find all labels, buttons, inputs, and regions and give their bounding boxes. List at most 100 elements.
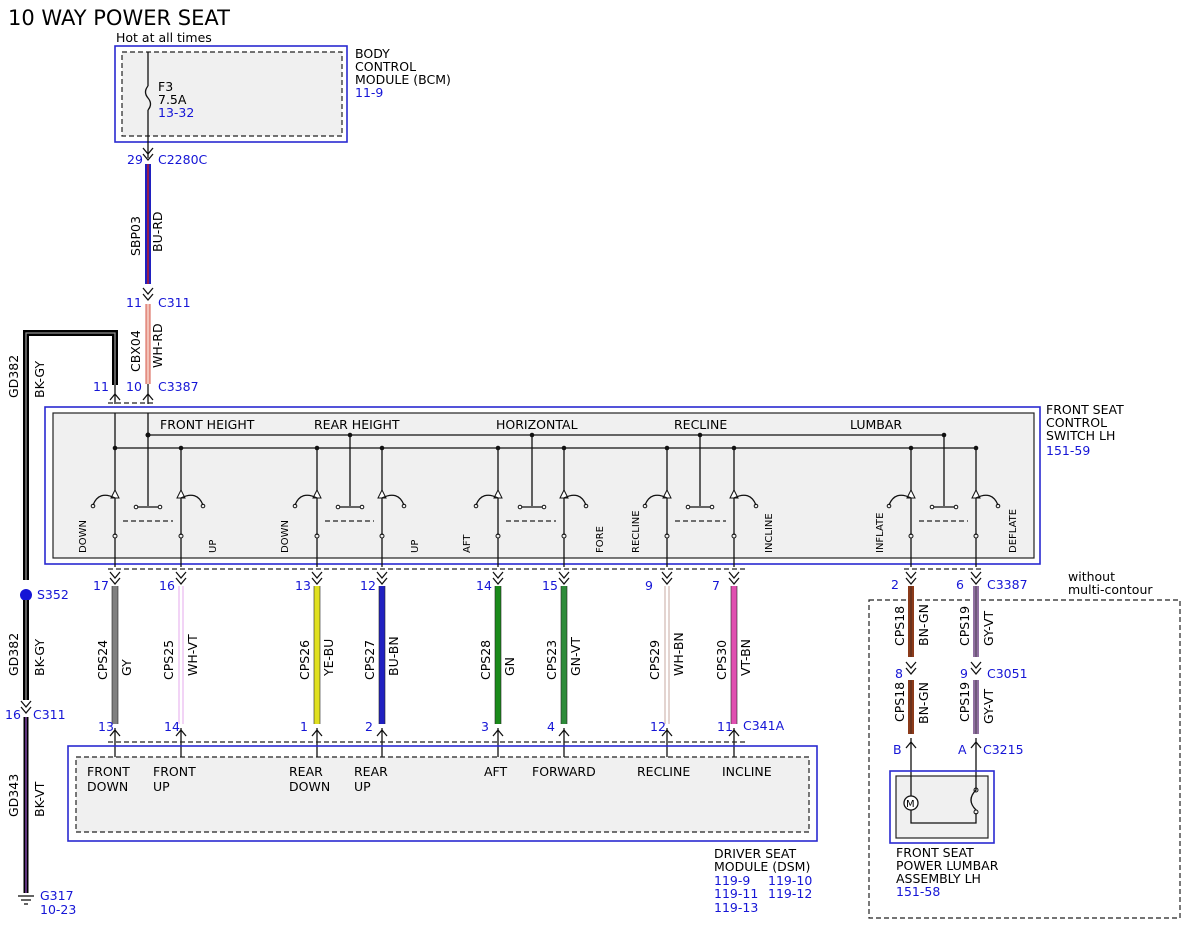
- svg-text:ASSEMBLY LH: ASSEMBLY LH: [896, 871, 981, 886]
- svg-text:BK-VT: BK-VT: [32, 781, 47, 817]
- svg-text:16: 16: [5, 707, 21, 722]
- svg-text:FRONT HEIGHT: FRONT HEIGHT: [160, 417, 255, 432]
- pin-bottom: 11: [717, 719, 733, 734]
- wire-color: VT-BN: [738, 639, 753, 676]
- svg-text:FORE: FORE: [595, 526, 606, 553]
- svg-text:MODULE (DSM): MODULE (DSM): [714, 859, 810, 874]
- wire-circuit: CPS23: [544, 640, 559, 680]
- wire-circuit: CPS29: [647, 640, 662, 680]
- svg-text:BK-GY: BK-GY: [32, 639, 47, 676]
- svg-text:119-11: 119-11: [714, 886, 758, 901]
- svg-text:C311: C311: [33, 707, 66, 722]
- diagram-title: 10 WAY POWER SEAT: [8, 6, 230, 30]
- dsm-input-label: INCLINE: [722, 764, 772, 779]
- power-lumbar-assembly: M FRONT SEAT POWER LUMBAR ASSEMBLY LH 15…: [889, 770, 999, 899]
- pin-top: 15: [542, 578, 558, 593]
- svg-text:BU-RD: BU-RD: [150, 211, 165, 252]
- dsm-input-label: DOWN: [289, 779, 330, 794]
- dsm-input-label: AFT: [484, 764, 508, 779]
- svg-text:WH-RD: WH-RD: [150, 323, 165, 368]
- fuse-ref: 13-32: [158, 105, 194, 120]
- wire-circuit: CPS19: [957, 682, 972, 722]
- svg-text:LUMBAR: LUMBAR: [850, 417, 902, 432]
- svg-text:M: M: [906, 799, 915, 810]
- fuse-icon: [144, 85, 152, 111]
- svg-text:HORIZONTAL: HORIZONTAL: [496, 417, 578, 432]
- svg-text:G317: G317: [40, 888, 74, 903]
- svg-text:10-23: 10-23: [40, 902, 76, 917]
- pin: 8: [895, 666, 903, 681]
- dsm-input-label: UP: [153, 779, 170, 794]
- wire-color: WH-BN: [671, 632, 686, 676]
- svg-text:UP: UP: [410, 540, 421, 553]
- svg-text:119-12: 119-12: [768, 886, 812, 901]
- dsm-input-label: RECLINE: [637, 764, 690, 779]
- wire-color: BN-GN: [916, 604, 931, 646]
- bcm-module: BODY CONTROL MODULE (BCM) 11-9 F3 7.5A 1…: [114, 45, 451, 143]
- ground-icon: [18, 895, 34, 905]
- svg-text:DOWN: DOWN: [78, 520, 89, 553]
- pin-top: 17: [93, 578, 109, 593]
- svg-text:RECLINE: RECLINE: [631, 510, 642, 553]
- wire-circuit: CPS18: [892, 606, 907, 646]
- pin-bottom: 13: [98, 719, 114, 734]
- svg-text:UP: UP: [208, 540, 219, 553]
- pin-bottom: 2: [365, 719, 373, 734]
- wire-circuit: CPS27: [362, 640, 377, 680]
- svg-text:DOWN: DOWN: [280, 520, 291, 553]
- wire-circuit: CPS24: [95, 640, 110, 680]
- wire-circuit: CPS19: [957, 606, 972, 646]
- svg-text:SBP03: SBP03: [128, 216, 143, 256]
- wire-circuit: CPS18: [892, 682, 907, 722]
- wire-color: GY: [119, 659, 134, 676]
- svg-text:BODY: BODY: [355, 46, 390, 61]
- c3387-top-label: C3387: [158, 379, 199, 394]
- pin-bottom: 3: [481, 719, 489, 734]
- bcm-ref: 11-9: [355, 85, 383, 100]
- svg-text:multi-contour: multi-contour: [1068, 582, 1153, 597]
- wire-color: GY-VT: [981, 688, 996, 724]
- s352-label: S352: [37, 587, 69, 602]
- wire-color: GY-VT: [981, 610, 996, 646]
- svg-text:MODULE (BCM): MODULE (BCM): [355, 72, 451, 87]
- svg-text:CBX04: CBX04: [128, 330, 143, 372]
- pin-bottom: 12: [650, 719, 666, 734]
- wire-color: WH-VT: [185, 634, 200, 676]
- fuse-amps: 7.5A: [158, 92, 187, 107]
- pin-top: 16: [159, 578, 175, 593]
- pin: B: [893, 742, 902, 757]
- dsm-input-label: UP: [354, 779, 371, 794]
- dsm-input-label: FORWARD: [532, 764, 596, 779]
- svg-text:GD382: GD382: [6, 633, 21, 676]
- pin-bottom: 14: [164, 719, 180, 734]
- c311-label-a: C311: [158, 295, 191, 310]
- splice-s352: [20, 589, 32, 601]
- pin: 6: [956, 577, 964, 592]
- svg-text:FRONT SEAT: FRONT SEAT: [1046, 402, 1124, 417]
- without-multi-contour-box: [868, 599, 1181, 919]
- dsm-input-label: REAR: [354, 764, 388, 779]
- wire-circuit: CPS30: [714, 640, 729, 680]
- svg-text:FRONT SEAT: FRONT SEAT: [896, 845, 974, 860]
- wire-circuit: CPS25: [161, 640, 176, 680]
- svg-text:119-10: 119-10: [768, 873, 812, 888]
- svg-text:CONTROL: CONTROL: [1046, 415, 1107, 430]
- wire-circuit: CPS26: [297, 640, 312, 680]
- front-seat-control-switch: FRONT SEAT CONTROL SWITCH LH 151-59 FRON…: [44, 402, 1124, 567]
- svg-text:C3215: C3215: [983, 742, 1024, 757]
- pin-top: 7: [712, 578, 720, 593]
- wire-color: BN-GN: [916, 682, 931, 724]
- wire-color: GN-VT: [568, 637, 583, 676]
- svg-text:DRIVER SEAT: DRIVER SEAT: [714, 846, 797, 861]
- svg-text:11: 11: [93, 379, 109, 394]
- c2280c-pin: 29: [127, 152, 143, 167]
- svg-text:119-13: 119-13: [714, 900, 758, 915]
- svg-text:INCLINE: INCLINE: [764, 513, 775, 553]
- dsm-input-label: FRONT: [87, 764, 130, 779]
- svg-text:C3387: C3387: [987, 577, 1028, 592]
- svg-text:CONTROL: CONTROL: [355, 59, 416, 74]
- wire-color: GN: [502, 657, 517, 676]
- pin-top: 14: [476, 578, 492, 593]
